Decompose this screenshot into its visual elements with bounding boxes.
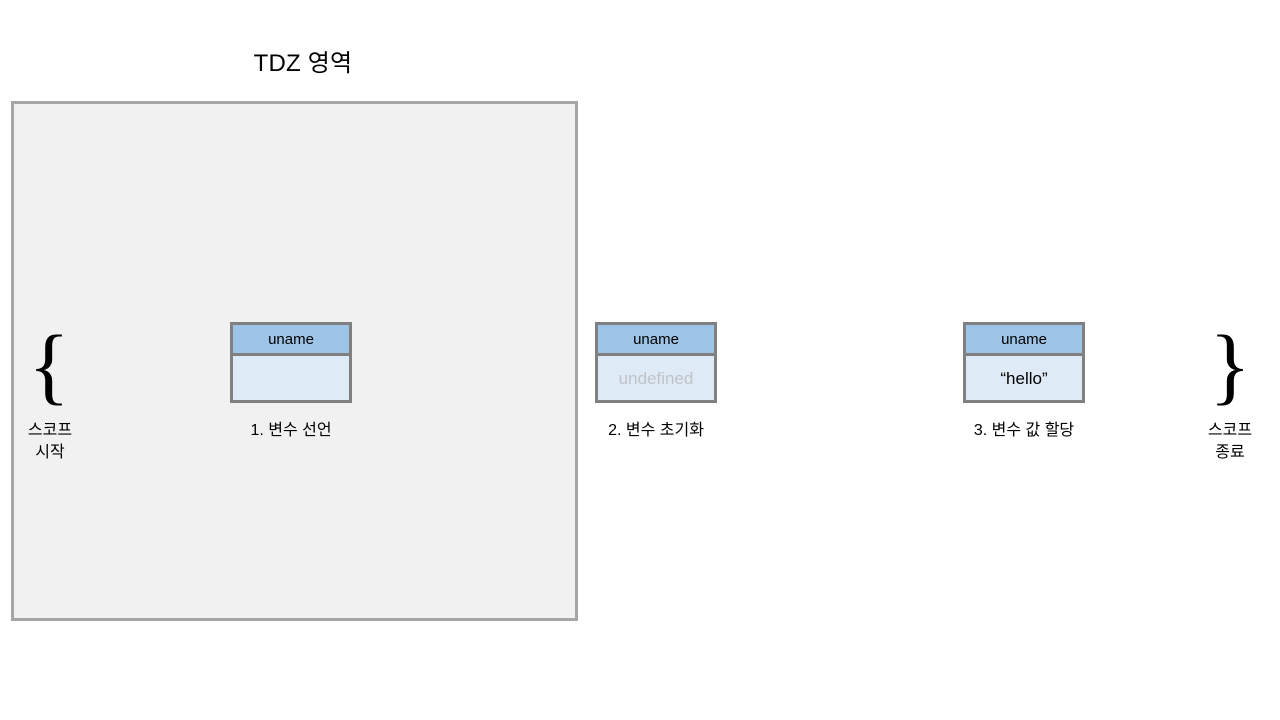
variable-box-initialization: uname undefined <box>595 322 717 403</box>
variable-box-declaration: uname <box>230 322 352 403</box>
caption-step-declaration: 1. 변수 선언 <box>250 422 332 439</box>
variable-name-label: uname <box>598 325 714 356</box>
scope-close-brace: } <box>1209 317 1251 413</box>
variable-value-label: undefined <box>618 368 694 388</box>
caption-step-assignment: 3. 변수 값 할당 <box>973 422 1075 439</box>
page-title: TDZ 영역 <box>253 50 353 77</box>
variable-name-label: uname <box>966 325 1082 356</box>
scope-open-brace: { <box>28 317 70 413</box>
caption-scope-start: 스코프 시작 <box>27 422 73 461</box>
variable-name-label: uname <box>233 325 349 356</box>
variable-value-label: “hello” <box>1000 368 1048 388</box>
caption-scope-end: 스코프 종료 <box>1207 422 1253 461</box>
variable-box-assignment: uname “hello” <box>963 322 1085 403</box>
caption-step-initialization: 2. 변수 초기화 <box>608 422 704 439</box>
variable-value-label <box>233 356 349 400</box>
